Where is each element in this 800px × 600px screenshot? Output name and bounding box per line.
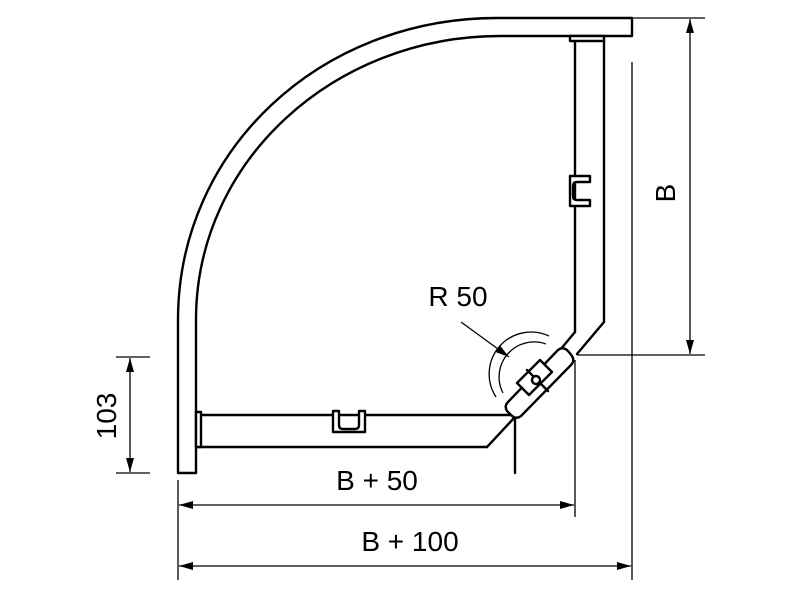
horizontal-section-end-cap xyxy=(194,410,203,449)
connector-bolt-head xyxy=(530,374,542,386)
vertical-section-bend-inner xyxy=(558,330,577,352)
horizontal-section-clip xyxy=(331,409,367,434)
radius-leader-line xyxy=(460,321,510,358)
label-b: B xyxy=(650,184,681,203)
vertical-section-clip xyxy=(568,174,592,208)
vertical-tray-section xyxy=(558,34,606,356)
horizontal-tray-section xyxy=(194,409,517,475)
horizontal-section-bend xyxy=(485,416,516,449)
label-radius: R 50 xyxy=(428,281,487,312)
label-height: 103 xyxy=(91,393,122,440)
label-b-plus-50: B + 50 xyxy=(336,465,418,496)
corner-connector xyxy=(488,331,575,419)
extension-lines xyxy=(116,17,705,580)
outer-side-wall xyxy=(176,16,634,475)
dimension-lines xyxy=(126,19,694,570)
label-b-plus-100: B + 100 xyxy=(361,526,458,557)
vertical-section-top-cap xyxy=(568,34,606,43)
vertical-section-bend-outer xyxy=(575,320,606,356)
